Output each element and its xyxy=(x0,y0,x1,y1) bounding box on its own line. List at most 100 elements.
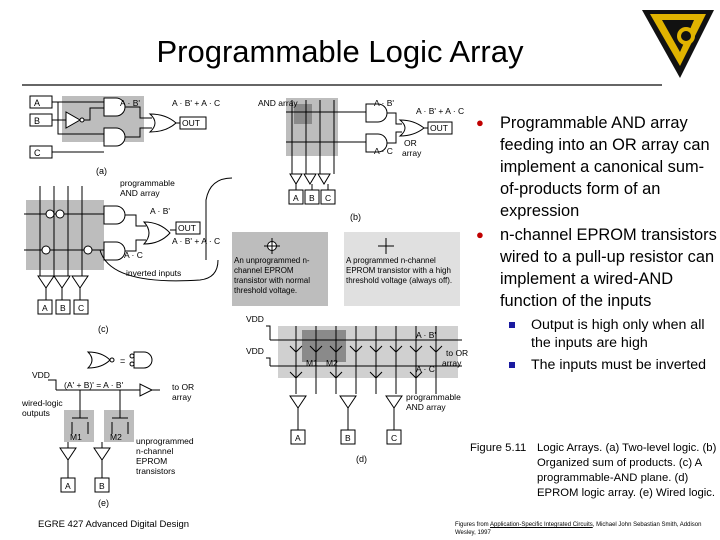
a-in-a: A xyxy=(34,98,40,108)
nor-gate xyxy=(86,351,111,369)
inverter-symbol xyxy=(65,111,82,129)
and-gate-2 xyxy=(103,127,126,147)
figure-number: Figure 5.11 xyxy=(470,442,527,454)
diagram-c: OUT programmable AND array A · B' A · C … xyxy=(24,178,220,334)
d-term2: A · C xyxy=(416,364,435,374)
c-in-c: C xyxy=(78,303,84,313)
and-gate-equiv xyxy=(133,351,153,369)
logic-array-figure: A B C OUT A · B' A · B' + A · C (a) AND … xyxy=(21,95,468,508)
d-term1: A · B' xyxy=(416,330,436,340)
e-to-or-2: array xyxy=(172,392,192,402)
bullet-dot-icon: ● xyxy=(476,227,484,242)
legend-unprogrammed: An unprogrammed n-channel EPROM transist… xyxy=(234,256,311,295)
e-to-or-1: to OR xyxy=(172,382,194,392)
and-gate-2 xyxy=(103,241,126,261)
e-expr: (A' + B)' = A · B' xyxy=(64,380,124,390)
b-or-array-1: OR xyxy=(404,138,417,148)
source-footer: Figures from Application-Specific Integr… xyxy=(455,521,705,537)
or-gate xyxy=(148,113,177,133)
d-to-or-2: array xyxy=(442,358,462,368)
e-unprog-2: n-channel xyxy=(136,446,173,456)
source-prefix: Figures from xyxy=(455,522,491,528)
c-in-a: A xyxy=(42,303,48,313)
d-vdd2: VDD xyxy=(246,346,264,356)
c-prog-1: programmable xyxy=(120,178,175,188)
d-in-a: A xyxy=(295,433,301,443)
b-and-array: AND array xyxy=(258,98,298,108)
a-in-b: B xyxy=(34,116,40,126)
e-in-a: A xyxy=(65,481,71,491)
bullet-list: ● Programmable AND array feeding into an… xyxy=(476,112,720,374)
b-sum: A · B' + A · C xyxy=(416,106,464,116)
sub-bullet-item: The inputs must be inverted xyxy=(476,356,720,374)
bullet-item: ● Programmable AND array feeding into an… xyxy=(476,112,720,222)
b-out: OUT xyxy=(430,123,448,133)
e-eq: = xyxy=(120,356,125,366)
diagram-b: AND array OUT A · B' A · C A · B' + A · … xyxy=(258,98,464,222)
course-footer: EGRE 427 Advanced Digital Design xyxy=(38,519,190,530)
c-prog-2: AND array xyxy=(120,188,160,198)
and-gate-1 xyxy=(103,97,126,117)
d-in-b: B xyxy=(345,433,351,443)
and-gate-1 xyxy=(103,205,126,225)
d-m1: M1 xyxy=(306,358,318,368)
bullet-text: n-channel EPROM transistors wired to a p… xyxy=(500,226,717,310)
c-label: (c) xyxy=(98,324,109,334)
e-label: (e) xyxy=(98,498,109,508)
a-in-c: C xyxy=(34,148,41,158)
b-in-c: C xyxy=(325,193,331,203)
diagram-a: A B C OUT A · B' A · B' + A · C (a) xyxy=(29,95,220,176)
sub-bullet-text: The inputs must be inverted xyxy=(531,357,707,373)
or-gate xyxy=(398,119,425,137)
sub-bullet-text: Output is high only when all the inputs … xyxy=(531,317,705,351)
e-vdd: VDD xyxy=(32,370,50,380)
slide-title: Programmable Logic Array xyxy=(156,34,524,69)
a-term1: A · B' xyxy=(120,98,140,108)
b-label: (b) xyxy=(350,212,361,222)
diagram-e: = VDD (A' + B)' = A · B' to OR array wir… xyxy=(21,351,194,508)
d-in-c: C xyxy=(391,433,397,443)
d-to-or-1: to OR xyxy=(446,348,468,358)
diagram-d: VDD VDD M1 M2 A · B' A · C to OR array p… xyxy=(246,314,468,464)
and-gate-2 xyxy=(365,133,388,153)
a-out: OUT xyxy=(182,118,200,128)
e-unprog-1: unprogrammed xyxy=(136,436,194,446)
figure-caption-text: Logic Arrays. (a) Two-level logic. (b) O… xyxy=(537,442,717,499)
c-in-b: B xyxy=(60,303,66,313)
a-label: (a) xyxy=(96,166,107,176)
e-wired-2: outputs xyxy=(22,408,50,418)
bullet-square-icon xyxy=(509,322,515,328)
d-m2: M2 xyxy=(326,358,338,368)
e-m1: M1 xyxy=(70,432,82,442)
bullet-item: ● n-channel EPROM transistors wired to a… xyxy=(476,224,720,312)
e-wired-1: wired-logic xyxy=(21,398,63,408)
b-or-array-2: array xyxy=(402,148,422,158)
source-suffix: , Michael John Sebastian Smith, Addison … xyxy=(455,522,702,536)
legend-programmed: A programmed n-channel EPROM transistor … xyxy=(346,256,453,285)
b-in-a: A xyxy=(293,193,299,203)
out-box xyxy=(179,116,207,130)
bullet-square-icon xyxy=(509,362,515,368)
bullet-dot-icon: ● xyxy=(476,115,484,130)
source-book-link[interactable]: Application-Specific Integrated Circuits xyxy=(490,522,593,528)
c-out: OUT xyxy=(178,223,196,233)
c-term1: A · B' xyxy=(150,206,170,216)
c-sum: A · B' + A · C xyxy=(172,236,220,246)
e-unprog-4: transistors xyxy=(136,466,175,476)
e-m2: M2 xyxy=(110,432,122,442)
a-sum: A · B' + A · C xyxy=(172,98,220,108)
title-divider xyxy=(22,84,662,86)
sub-bullet-item: Output is high only when all the inputs … xyxy=(476,316,720,352)
d-vdd1: VDD xyxy=(246,314,264,324)
d-prog-1: programmable xyxy=(406,392,461,402)
buffer xyxy=(139,383,154,397)
b-term1: A · B' xyxy=(374,98,394,108)
legend: An unprogrammed n-channel EPROM transist… xyxy=(232,232,460,306)
university-logo xyxy=(642,10,714,78)
bullet-text: Programmable AND array feeding into an O… xyxy=(500,114,710,220)
e-unprog-3: EPROM xyxy=(136,456,167,466)
d-label: (d) xyxy=(356,454,367,464)
c-inverted: inverted inputs xyxy=(126,268,181,278)
or-gate xyxy=(142,221,171,245)
b-term2: A · C xyxy=(374,146,393,156)
